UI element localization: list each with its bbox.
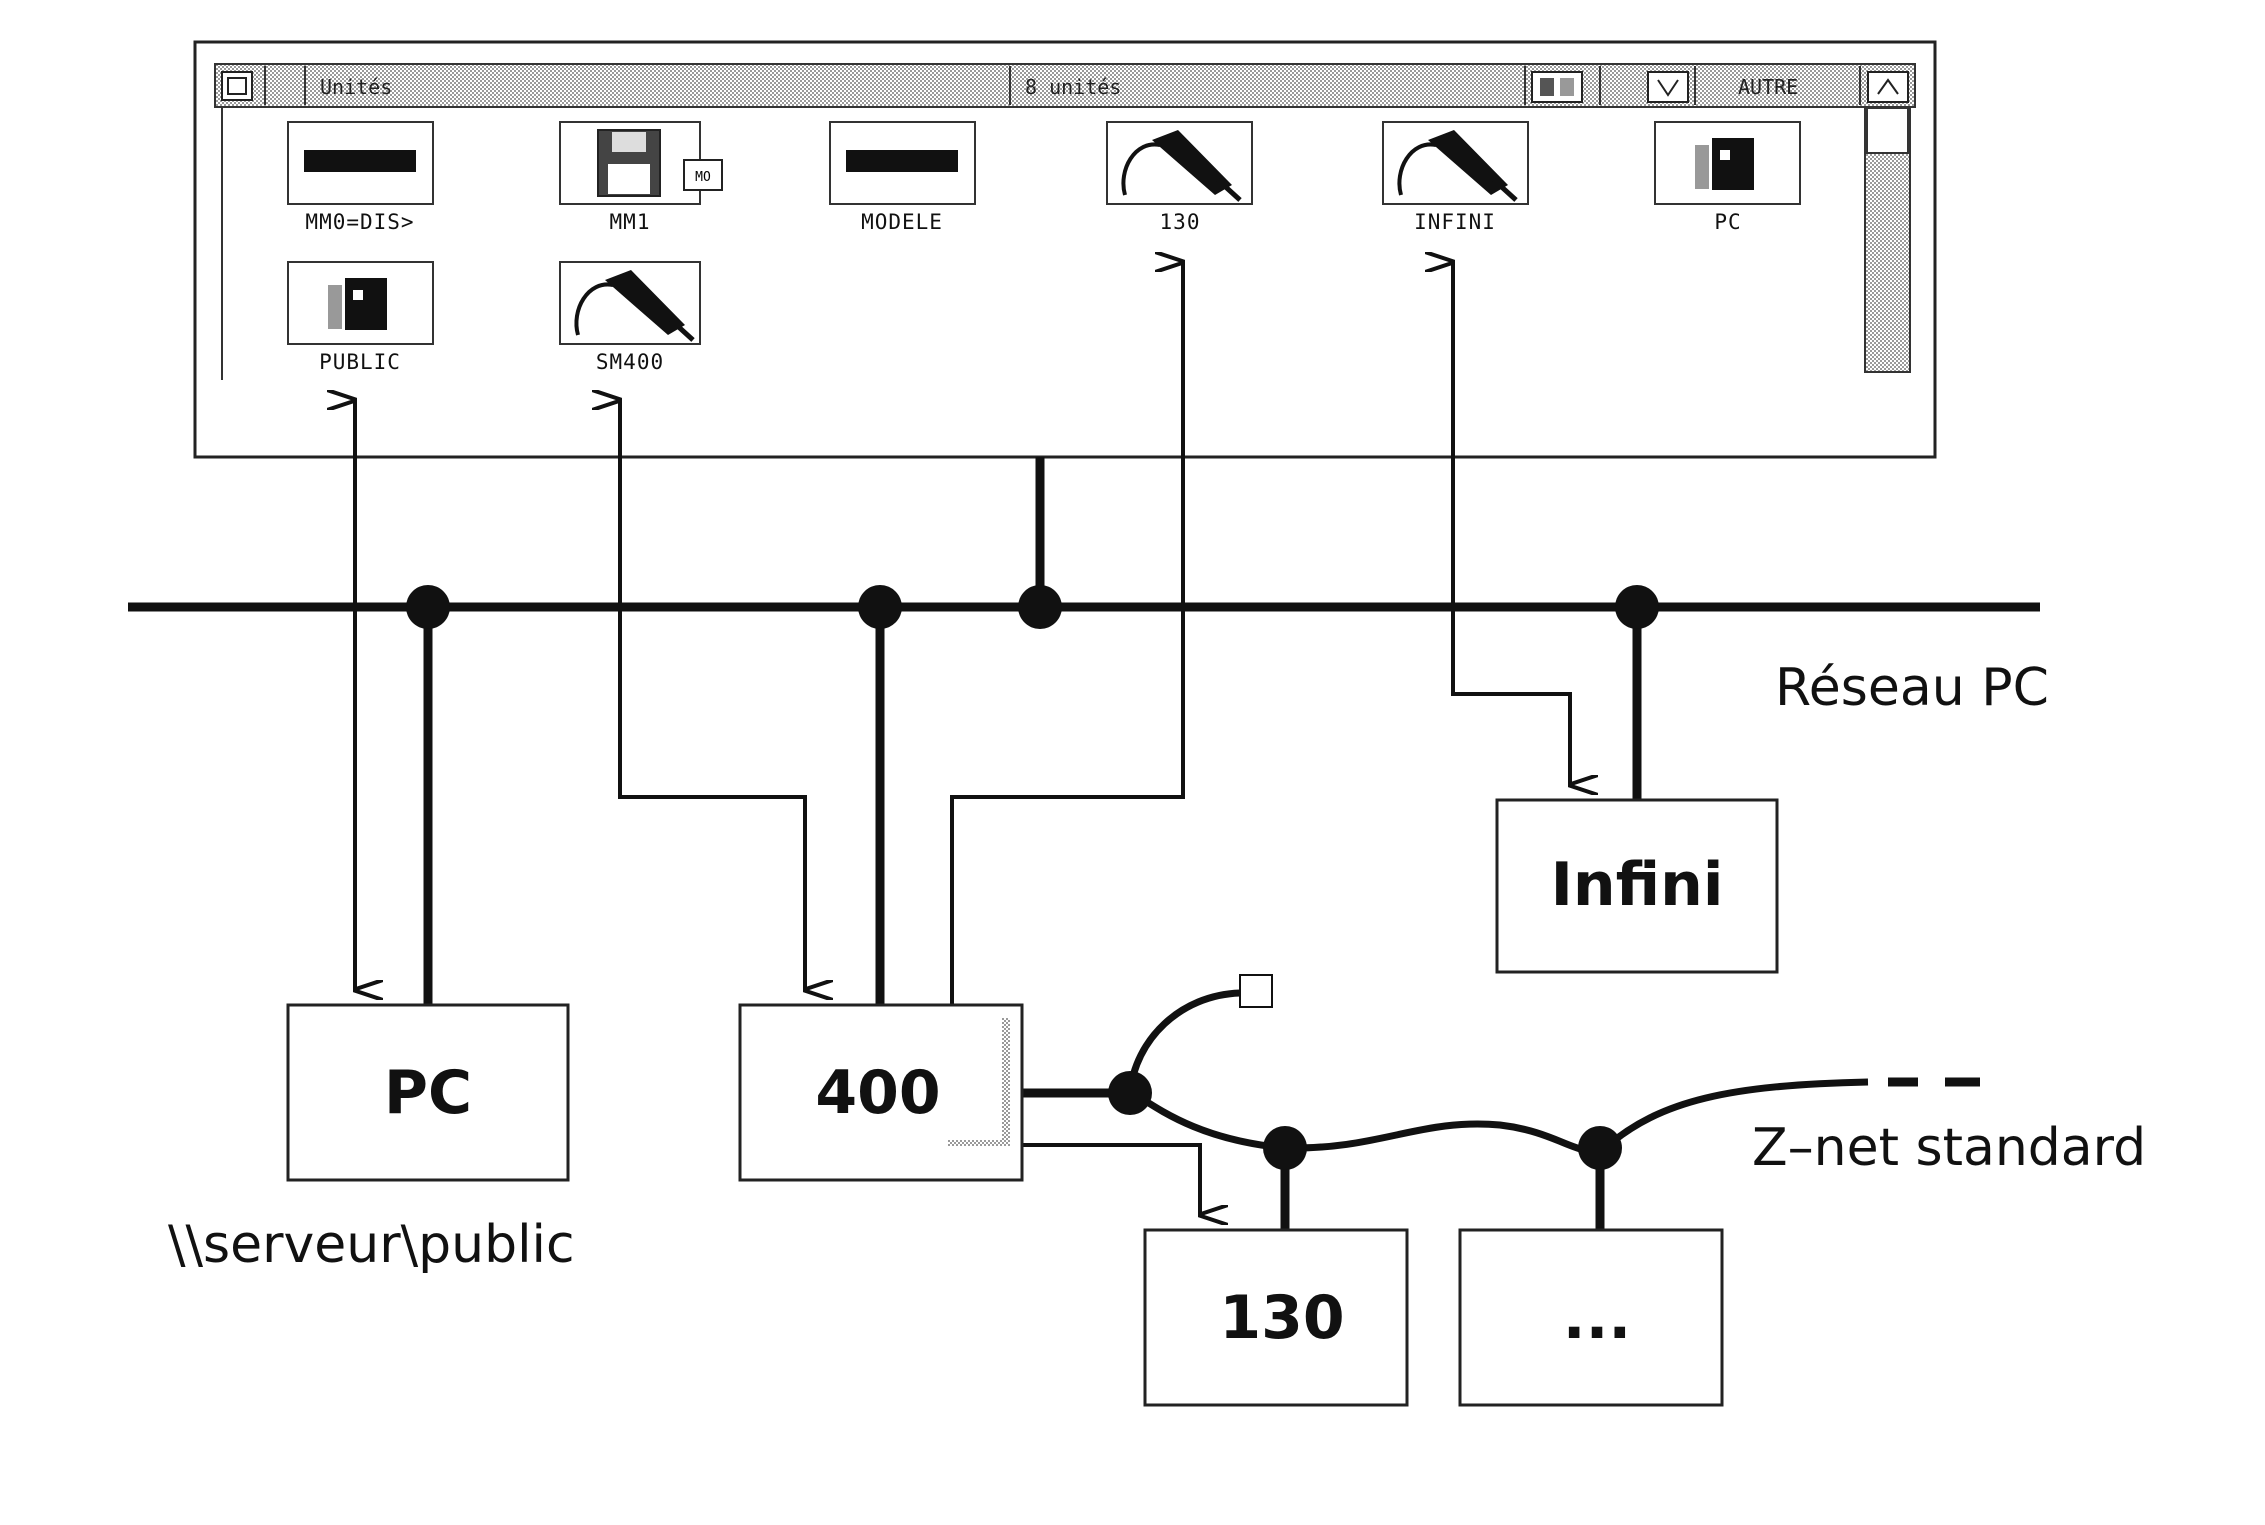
junction-dot	[1615, 585, 1659, 629]
icon-label: MM1	[610, 210, 651, 234]
junction-dot	[1018, 585, 1062, 629]
more-box	[1458, 1228, 1724, 1407]
junction-dot	[1578, 1126, 1622, 1170]
icon-item[interactable]: PUBLIC	[287, 261, 434, 374]
icon-label: INFINI	[1414, 210, 1496, 234]
view-icon	[1540, 78, 1554, 96]
scroll-thumb[interactable]	[1866, 107, 1909, 154]
unit-count: 8 unités	[1025, 75, 1121, 99]
d130-box	[1143, 1228, 1409, 1407]
sort-button[interactable]	[1647, 71, 1689, 103]
pc-network-label: Réseau PC	[1775, 658, 2049, 718]
junction-dot	[1263, 1126, 1307, 1170]
device-infini: Infini	[1495, 798, 1779, 974]
d400-130-box-arrow	[1022, 1143, 1200, 1215]
junction-dot	[858, 585, 902, 629]
icon-label: SM400	[596, 350, 664, 374]
icon-label: MODELE	[861, 210, 943, 234]
device-more: ...	[1458, 1228, 1724, 1407]
infini-label: Infini	[1551, 850, 1724, 920]
sort-icon	[1657, 79, 1679, 97]
window-title: Unités	[320, 75, 392, 99]
pc-box	[286, 1003, 570, 1182]
icon-item[interactable]: MO MM1	[559, 121, 723, 234]
icon-item[interactable]: INFINI	[1382, 121, 1529, 234]
icon-item[interactable]: 130	[1106, 121, 1253, 234]
d400-label: 400	[815, 1058, 940, 1128]
device-pc: PC	[286, 1003, 570, 1182]
close-icon	[227, 77, 247, 95]
sm400-400-arrow	[620, 400, 805, 990]
device-130: 130	[1143, 1228, 1409, 1407]
other-button[interactable]: AUTRE	[1738, 75, 1798, 99]
icon-label: 130	[1160, 210, 1201, 234]
znet-label: Z–net standard	[1752, 1118, 2146, 1178]
junction-dots	[406, 585, 1659, 1170]
mo-badge-icon	[683, 159, 723, 191]
terminal-branch	[1126, 989, 1241, 1094]
icon-label: PC	[1714, 210, 1741, 234]
infini-arrow	[1453, 262, 1570, 785]
device-400: 400	[738, 1003, 1024, 1182]
scroll-up-button[interactable]	[1867, 71, 1909, 103]
terminal-connector-icon	[1239, 974, 1273, 1008]
mo-badge-label: MO	[695, 170, 711, 185]
icon-label: PUBLIC	[319, 350, 401, 374]
window-titlebar[interactable]	[214, 63, 1916, 108]
d400-130-arrow	[950, 262, 1185, 1005]
window-frame	[193, 40, 1937, 459]
infini-box	[1495, 798, 1779, 974]
icon-label: MM0=DIS>	[305, 210, 414, 234]
up-arrow-icon	[1877, 78, 1899, 95]
units-window: Unités 8 unités AUTRE MM0=DIS>	[193, 40, 1937, 459]
junction-dot	[406, 585, 450, 629]
icon-item[interactable]: SM400	[559, 261, 701, 374]
close-box[interactable]	[221, 71, 253, 101]
icon-item[interactable]: PC	[1654, 121, 1801, 234]
icon-item[interactable]: MM0=DIS>	[287, 121, 434, 234]
share-path-label: \\serveur\public	[168, 1215, 575, 1275]
icon-item[interactable]: MODELE	[829, 121, 976, 234]
d130-label: 130	[1219, 1283, 1344, 1353]
more-label: ...	[1563, 1283, 1631, 1353]
pc-label: PC	[384, 1058, 472, 1128]
junction-dot	[1108, 1071, 1152, 1115]
znet-cable	[1131, 1078, 1869, 1155]
view-button[interactable]	[1531, 71, 1583, 103]
